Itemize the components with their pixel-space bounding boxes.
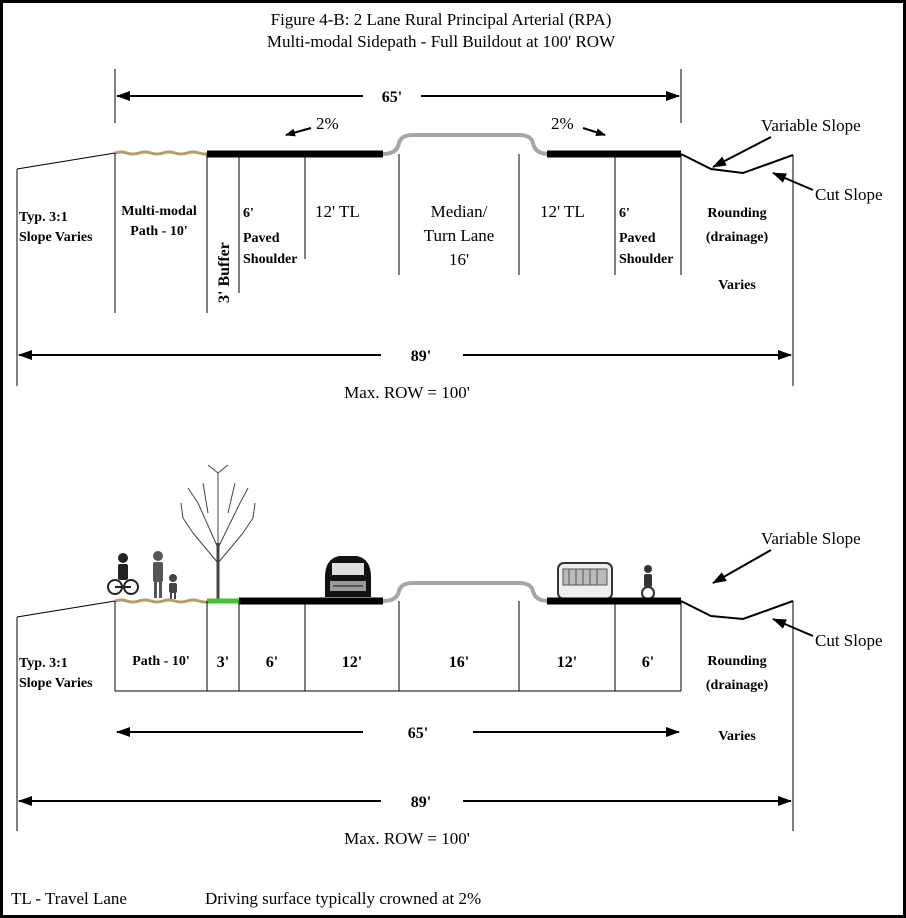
top-variable-slope-label: Variable Slope [761, 116, 861, 135]
top-travel-right-label: 12' TL [540, 202, 585, 221]
bottom-variable-slope-label: Variable Slope [761, 529, 861, 548]
top-shoulder-right-label-2: Paved [619, 231, 656, 246]
bottom-path-label: Path - 10' [132, 654, 190, 669]
bottom-travel-right-label: 12' [557, 654, 577, 671]
top-median-label-2: Turn Lane [424, 226, 495, 245]
bottom-dim-89-label: 89' [411, 794, 431, 811]
bottom-median-label: 16' [449, 654, 469, 671]
bottom-varies-label: Varies [718, 729, 756, 744]
top-dim-65-label: 65' [382, 89, 402, 106]
top-rounding-label-2: (drainage) [706, 230, 769, 245]
top-median-label-1: Median/ [431, 202, 488, 221]
bottom-section: Variable Slope Cut Slope Typ. 3:1 Slope … [16, 464, 883, 848]
bottom-cut-slope-label: Cut Slope [815, 631, 883, 650]
top-cut-slope-label: Cut Slope [815, 185, 883, 204]
tree-icon [180, 464, 256, 601]
cyclist-left-icon [107, 553, 139, 595]
bottom-rounding-label-1: Rounding [707, 654, 766, 669]
bottom-slope-label-2: Slope Varies [19, 676, 93, 691]
top-shoulder-right-label-1: 6' [619, 206, 630, 221]
top-slope-label-2: Slope Varies [19, 230, 93, 245]
legend-travel-lane: TL - Travel Lane [11, 889, 127, 908]
top-path-label-2: Path - 10' [130, 224, 188, 239]
bottom-variable-slope-arrow [712, 549, 772, 584]
top-slope-label-1: Typ. 3:1 [19, 210, 68, 225]
bottom-travel-left-label: 12' [342, 654, 362, 671]
top-section: 65' 2% 2% Variable Slope Cut Slope Typ. … [16, 69, 883, 402]
top-max-row-label: Max. ROW = 100' [344, 383, 470, 402]
top-travel-left-label: 12' TL [315, 202, 360, 221]
bottom-shoulder-left-label: 6' [266, 654, 278, 671]
top-shoulder-left-label-2: Paved [243, 231, 280, 246]
top-rounding-cut-slope [680, 153, 794, 175]
top-multimodal-path-surface [114, 150, 210, 156]
top-shoulder-left-label-1: 6' [243, 206, 254, 221]
bottom-left-fill-slope [16, 600, 116, 618]
car-icon [325, 556, 371, 597]
top-median-label-3: 16' [449, 250, 469, 269]
top-buffer-label: 3' Buffer [216, 242, 233, 303]
bottom-slope-label-1: Typ. 3:1 [19, 656, 68, 671]
figure-title-line1: Figure 4-B: 2 Lane Rural Principal Arter… [271, 10, 612, 29]
cross-section-diagram: Figure 4-B: 2 Lane Rural Principal Arter… [11, 10, 883, 908]
bottom-buffer-label: 3' [217, 654, 229, 671]
pedestrian-child-icon [169, 574, 177, 599]
bottom-rounding-cut-slope [680, 600, 794, 621]
bottom-max-row-label: Max. ROW = 100' [344, 829, 470, 848]
truck-icon [557, 562, 613, 600]
top-crown-left-label: 2% [316, 114, 339, 133]
top-median-curb [382, 133, 550, 156]
legend-crown-note: Driving surface typically crowned at 2% [205, 889, 481, 908]
figure-title-line2: Multi-modal Sidepath - Full Buildout at … [267, 32, 616, 51]
top-rounding-label-1: Rounding [707, 206, 766, 221]
top-crown-left-arrow [285, 127, 312, 137]
bottom-median-curb [382, 581, 550, 603]
pedestrian-adult-icon [153, 551, 163, 598]
bottom-path-surface [114, 598, 212, 604]
top-shoulder-left-label-3: Shoulder [243, 252, 297, 267]
top-crown-right-arrow [582, 127, 606, 137]
top-shoulder-right-label-3: Shoulder [619, 252, 673, 267]
bottom-dim-65-label: 65' [408, 725, 428, 742]
top-varies-label: Varies [718, 278, 756, 293]
top-left-fill-slope [16, 152, 116, 170]
bottom-rounding-label-2: (drainage) [706, 678, 769, 693]
top-dim-89-label: 89' [411, 348, 431, 365]
top-path-label-1: Multi-modal [121, 204, 197, 219]
top-variable-slope-arrow [712, 136, 772, 168]
cyclist-right-icon [641, 565, 655, 600]
top-crown-right-label: 2% [551, 114, 574, 133]
bottom-shoulder-right-label: 6' [642, 654, 654, 671]
